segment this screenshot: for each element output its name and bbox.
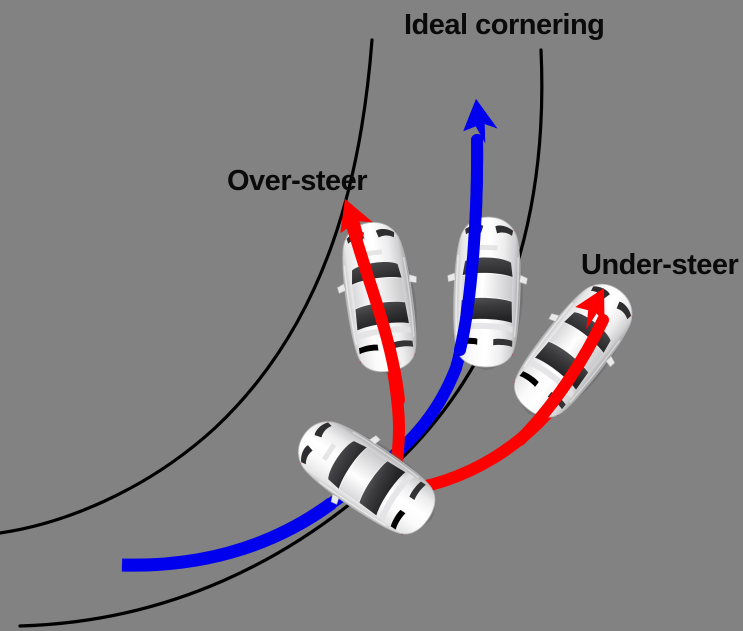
track-line-inner — [0, 38, 374, 535]
over-steer-curve-over-car — [347, 222, 405, 406]
label-over-steer: Over-steer — [227, 165, 368, 197]
under-steer-curve-over-car — [514, 314, 609, 446]
track-lines — [0, 38, 544, 628]
ideal-path-over-car — [454, 134, 484, 356]
label-ideal-cornering: Ideal cornering — [404, 9, 605, 41]
track-line-outer — [18, 48, 544, 628]
entry-path-blue — [121, 497, 336, 572]
label-under-steer: Under-steer — [581, 249, 739, 281]
